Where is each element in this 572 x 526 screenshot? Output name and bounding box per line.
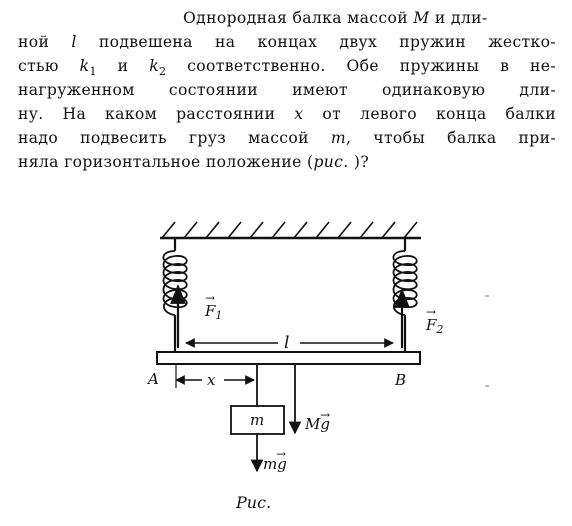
text-segment: надо подвесить груз массой (18, 129, 331, 147)
point-b-label: B (394, 371, 406, 389)
length-label: l (284, 333, 289, 353)
x-label: x (207, 371, 216, 389)
problem-line: Однородная балка массой M и дли- (18, 6, 556, 30)
text-segment: ной (18, 33, 72, 51)
svg-text:→: → (205, 291, 215, 305)
math-symbol: M (413, 9, 430, 27)
svg-text:→: → (276, 447, 286, 461)
math-symbol: l (71, 33, 77, 51)
point-a-label: A (146, 370, 159, 388)
problem-line: нагруженном состоянии имеют одинаковую д… (18, 78, 556, 102)
mass-label: m (250, 411, 264, 429)
problem-line: стью k1 и k2 соответственно. Обе пружины… (18, 54, 556, 78)
problem-line: ну. На каком расстоянии x от левого конц… (18, 102, 556, 126)
problem-line: ной l подвешена на концах двух пружин же… (18, 30, 556, 54)
spring-right (392, 238, 418, 352)
text-segment: стью (18, 57, 80, 75)
mg-label: mg (263, 455, 287, 473)
force-f1-label: F1 (204, 302, 222, 322)
svg-text:→: → (320, 408, 330, 422)
force-f2-label: F2 (425, 316, 443, 336)
text-segment: нагруженном состоянии имеют одинаковую д… (18, 81, 556, 99)
text-segment: и дли- (429, 9, 488, 27)
text-segment: няла горизонтальное положение ( (18, 153, 314, 171)
math-symbol: k (79, 57, 90, 75)
text-segment: ну. На каком расстоянии (18, 105, 295, 123)
math-symbol: k (149, 57, 159, 75)
Mg-label: Mg (304, 415, 330, 433)
text-segment: от левого конца балки (303, 105, 556, 123)
math-symbol: m (330, 129, 346, 147)
problem-line: няла горизонтальное положение (рис. )? (18, 150, 556, 174)
text-segment: соответственно. Обе пружины в не- (166, 57, 556, 75)
math-symbol: рис. (313, 153, 349, 171)
mass-block (230, 405, 285, 435)
figure-caption: Рис. (236, 493, 272, 512)
text-segment: , чтобы балка при- (346, 129, 556, 147)
spring-left (162, 238, 188, 352)
problem-line: надо подвесить груз массой m, чтобы балк… (18, 126, 556, 150)
svg-text:→: → (426, 305, 436, 319)
ceiling (160, 221, 421, 240)
text-segment: и (96, 57, 150, 75)
math-symbol: x (294, 105, 304, 123)
text-segment: )? (348, 153, 370, 171)
text-segment: 1 (89, 65, 97, 79)
problem-text: Однородная балка массой M и дли- ной l п… (18, 6, 556, 174)
text-segment: 2 (159, 65, 167, 79)
text-segment: подвешена на концах двух пружин жестко- (76, 33, 556, 51)
text-segment: Однородная балка массой (183, 9, 414, 27)
beam (156, 351, 421, 365)
